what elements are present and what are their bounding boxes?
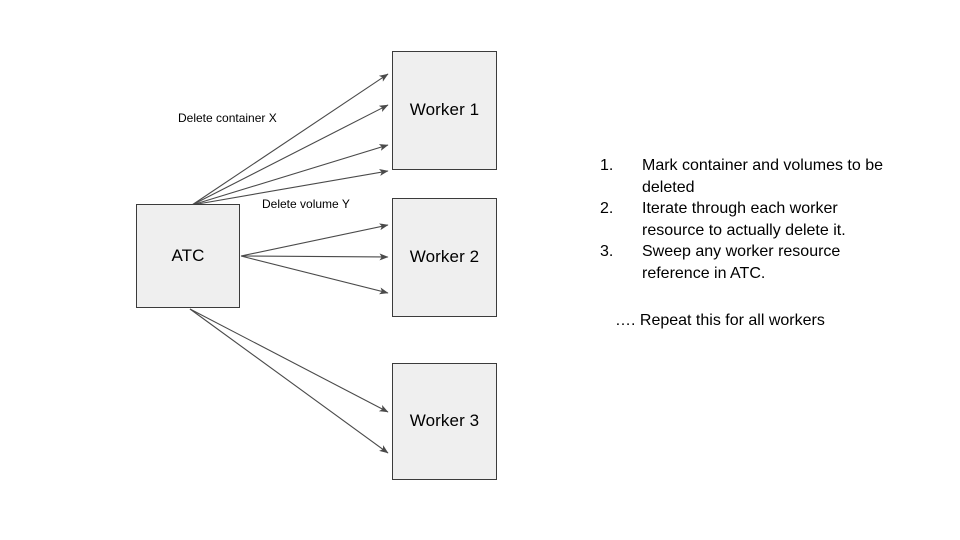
edge-atc-worker1-4	[191, 169, 389, 206]
node-worker-3[interactable]: Worker 3	[392, 363, 497, 480]
step-text: Iterate through each worker resource to …	[642, 200, 846, 239]
step-number: 1.	[600, 157, 614, 174]
list-item: 1. Mark container and volumes to be dele…	[600, 155, 930, 198]
edge-atc-worker3-1	[189, 308, 389, 413]
node-atc[interactable]: ATC	[136, 204, 240, 308]
edge-atc-worker3-2	[189, 308, 389, 454]
node-worker-1-label: Worker 1	[409, 100, 480, 120]
node-worker-2[interactable]: Worker 2	[392, 198, 497, 317]
step-text: Sweep any worker resource reference in A…	[642, 243, 841, 282]
step-text: Mark container and volumes to be deleted	[642, 157, 884, 196]
edge-label-delete-container: Delete container X	[178, 111, 277, 125]
node-worker-1[interactable]: Worker 1	[392, 51, 497, 170]
edge-label-delete-volume: Delete volume Y	[262, 197, 350, 211]
step-number: 2.	[600, 200, 614, 217]
edge-atc-worker1-3	[191, 144, 389, 206]
list-item: 3. Sweep any worker resource reference i…	[600, 241, 930, 284]
edge-atc-worker1-2	[191, 104, 389, 206]
node-atc-label: ATC	[171, 245, 205, 265]
list-item: 2. Iterate through each worker resource …	[600, 198, 930, 241]
step-number: 3.	[600, 243, 614, 260]
edge-atc-worker2-1	[240, 223, 389, 257]
edge-atc-worker1-1	[191, 73, 389, 206]
edge-atc-worker2-3	[240, 255, 389, 295]
node-worker-2-label: Worker 2	[409, 247, 480, 267]
edge-atc-worker2-2	[240, 253, 389, 261]
steps-list: 1. Mark container and volumes to be dele…	[600, 155, 930, 284]
repeat-note: …. Repeat this for all workers	[615, 312, 825, 329]
node-worker-3-label: Worker 3	[409, 411, 480, 431]
